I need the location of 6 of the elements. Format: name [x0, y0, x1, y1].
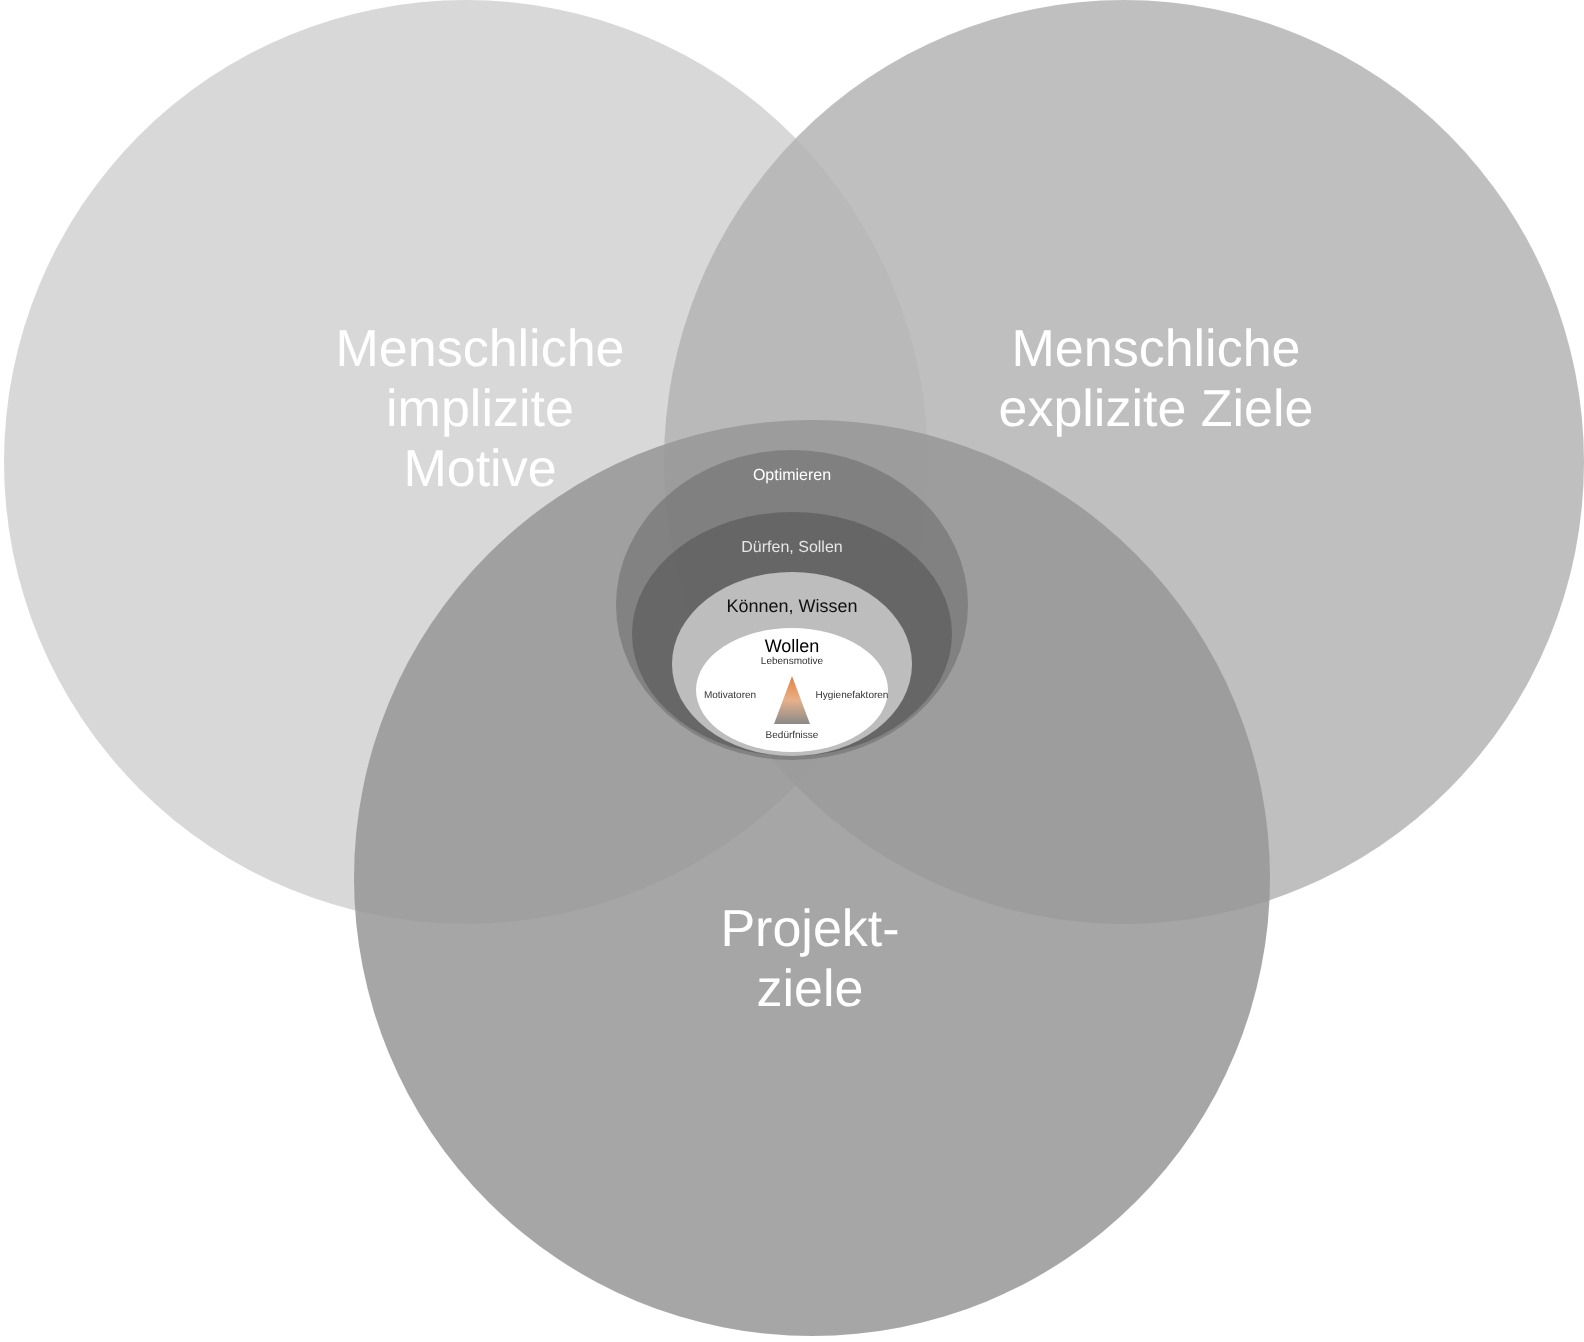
- level-label: Optimieren: [752, 466, 832, 485]
- set-label: Projekt-ziele: [718, 900, 902, 1020]
- level-label: Können, Wissen: [726, 596, 858, 617]
- level-label: Dürfen, Sollen: [741, 538, 843, 557]
- set-label: Menschliche explizite Ziele: [996, 320, 1316, 440]
- level-label: Wollen: [764, 636, 820, 656]
